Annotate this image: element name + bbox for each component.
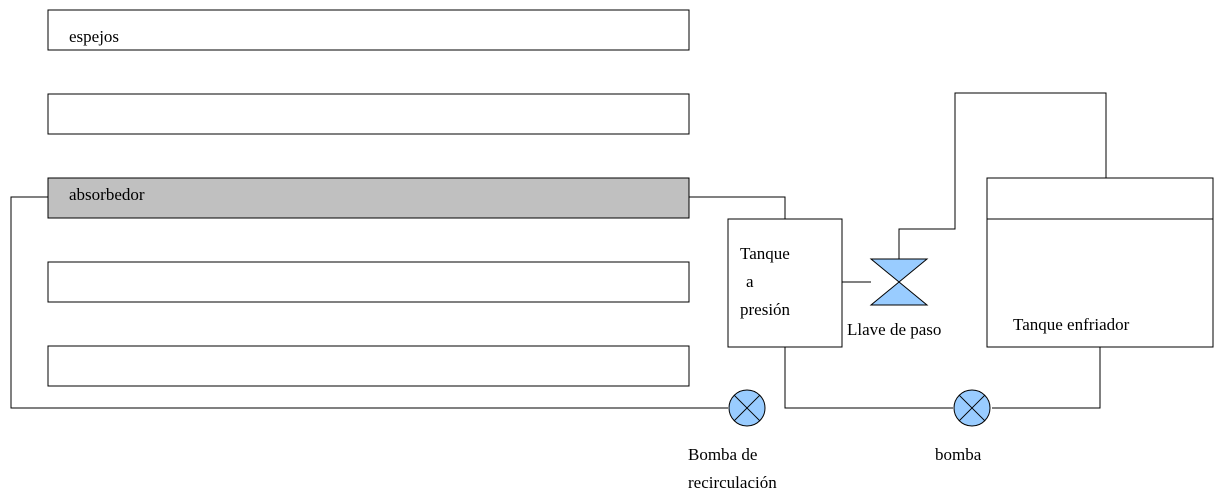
cooling-tank bbox=[986, 177, 1214, 348]
recirculation-pump-label-line2: recirculación bbox=[688, 473, 777, 492]
pump-label: bomba bbox=[935, 445, 982, 464]
valve-label: Llave de paso bbox=[847, 320, 941, 339]
recirculation-pump-icon bbox=[728, 389, 766, 427]
panel-row-2 bbox=[47, 93, 690, 135]
cooling-tank-label: Tanque enfriador bbox=[1013, 315, 1130, 334]
valve-outlet-pipe bbox=[898, 92, 1107, 282]
recirculation-pump-label-line1: Bomba de bbox=[688, 445, 757, 464]
valve-icon bbox=[869, 258, 929, 306]
absorber-panel bbox=[47, 177, 690, 219]
tank-drain-pipe bbox=[784, 347, 953, 409]
mirrors-label: espejos bbox=[69, 27, 119, 46]
pressure-tank bbox=[727, 218, 843, 348]
mirror-panel bbox=[47, 9, 690, 51]
pressure-tank-label-line1: Tanque bbox=[740, 244, 790, 263]
cooling-tank-feed-pipe bbox=[992, 347, 1101, 409]
piping bbox=[10, 92, 1107, 409]
recirculation-return-pipe bbox=[10, 196, 728, 409]
panel-row-4 bbox=[47, 261, 690, 303]
absorber-outlet-pipe bbox=[689, 196, 786, 219]
pressure-tank-label-line3: presión bbox=[740, 300, 791, 319]
absorber-label: absorbedor bbox=[69, 185, 145, 204]
panel-row-5 bbox=[47, 345, 690, 387]
pump-icon bbox=[953, 389, 991, 427]
pressure-tank-label-line2: a bbox=[746, 272, 754, 291]
